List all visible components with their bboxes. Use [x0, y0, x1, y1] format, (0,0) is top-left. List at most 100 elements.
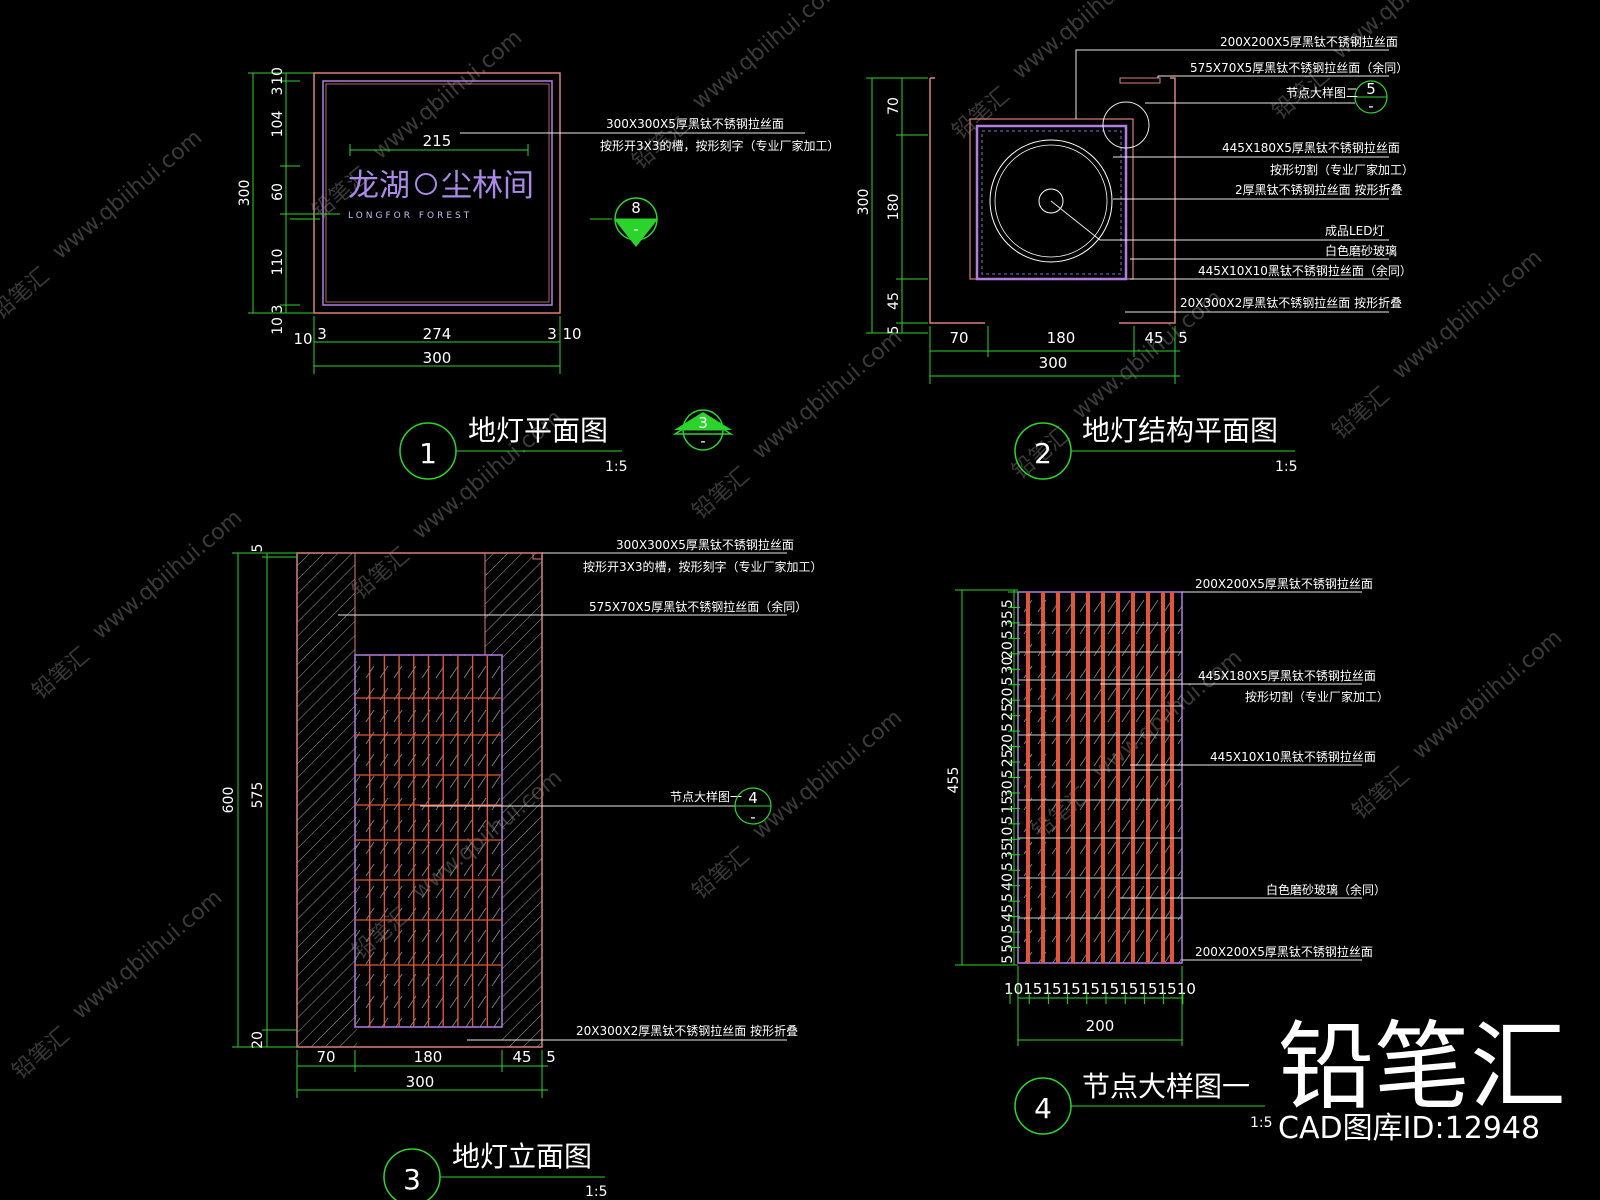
v4-dim-bottom-segment: 15 [1119, 980, 1138, 998]
v4-dim-bottom-segment: 15 [1023, 980, 1042, 998]
detail-bar-vertical [1041, 592, 1045, 963]
v2-dim-left-3: 45 [886, 292, 902, 310]
view-1-plan: 龙湖 尘林间 LONGFOR FOREST 10 3 104 60 110 3 … [237, 67, 840, 480]
v4-title-number: 4 [1034, 1092, 1052, 1125]
v4-dim-left-segment: 40 [1000, 873, 1016, 891]
detail-bubble [1102, 101, 1150, 149]
marker-3-dash: - [700, 432, 705, 450]
v4-dim-bottom-segment: 10 [1004, 980, 1023, 998]
v1-dim-bottom-5: 10 [562, 325, 581, 343]
marker-8-dash: - [633, 220, 638, 238]
watermark-text: www.qbiihui.com [88, 505, 247, 644]
v4-dim-bottom-segment: 15 [1042, 980, 1061, 998]
v1-dim-bottom-2: 3 [317, 325, 327, 343]
v3-dim-bottom-4: 5 [546, 1048, 556, 1066]
detail-marker-5-label: 5 [1366, 80, 1376, 98]
detail-bar-vertical [1170, 592, 1174, 963]
detail-bar-vertical [1026, 592, 1030, 963]
v4-frame [1017, 591, 1183, 964]
v2-dim-left-1: 70 [886, 97, 902, 115]
v2-note-7: 白色磨砂玻璃 [1325, 243, 1397, 258]
watermark-mark: 铅笔汇 [28, 643, 95, 705]
v2-note-4: 按形切割（专业厂家加工） [1270, 162, 1414, 177]
v1-dim-left-3: 104 [270, 111, 286, 138]
v4-dim-left-segment: 5 [1000, 955, 1016, 964]
watermark-mark: 铅笔汇 [0, 263, 54, 325]
detail-bar-vertical [1116, 592, 1120, 963]
v3-dim-total: 600 [221, 787, 237, 814]
v1-note-2: 按形开3X3的槽，按形刻字（专业厂家加工） [600, 138, 840, 153]
v2-note-6: 成品LED灯 [1325, 224, 1385, 238]
v2-dim-bottom-1: 70 [949, 329, 968, 347]
watermark-text: www.qbiihui.com [748, 705, 907, 844]
v1-dim-bottom-3: 274 [423, 325, 452, 343]
v4-dim-left-segment: 20 [1000, 734, 1016, 752]
plate-inner-2 [325, 83, 550, 303]
v2-frame [969, 118, 1134, 280]
v1-dim-bottom-4: 3 [547, 325, 557, 343]
v2-scale: 1:5 [1275, 459, 1298, 475]
v4-dim-bottom-segment: 15 [1100, 980, 1119, 998]
v4-dim-left-segment: 5 [1000, 862, 1016, 871]
v4-dim-bottom-segment: 15 [1138, 980, 1157, 998]
v4-dim-left-segment: 15 [1000, 796, 1016, 814]
led-lamp-mid [994, 144, 1108, 258]
v4-dim-left-segment: 50 [1000, 935, 1016, 953]
v3-note-1: 300X300X5厚黑钛不锈钢拉丝面 [616, 537, 794, 552]
v2-dim-left-2: 180 [886, 194, 902, 221]
v2-note-9: 20X300X2厚黑钛不锈钢拉丝面 按形折叠 [1180, 295, 1402, 310]
v1-dim-bottom-1: 10 [293, 330, 312, 348]
view-2-structure-plan: 70 180 45 5 300 70 180 45 5 300 5 - 节点大样… [856, 34, 1414, 480]
logo-chinese-2: 尘林间 [441, 168, 534, 204]
v1-title: 地灯平面图 [468, 414, 608, 447]
watermark-text: www.qbiihui.com [68, 885, 227, 1024]
v4-note-5: 白色磨砂玻璃（余同） [1266, 882, 1386, 897]
v2-title-number: 2 [1034, 437, 1052, 470]
plate-outer [313, 72, 561, 314]
v1-dim-left-5: 110 [270, 249, 286, 276]
v3-dim-bottom-2: 180 [414, 1048, 443, 1066]
v1-dim-bottom-total: 300 [423, 349, 452, 367]
v4-dim-bottom-segment: 15 [1081, 980, 1100, 998]
v3-dim-bottom-total: 300 [406, 1073, 435, 1091]
v3-dim-bottom: 20 [250, 1031, 266, 1049]
v4-dim-left-segment: 35 [1000, 610, 1016, 628]
v2-note-5: 2厚黑钛不锈钢拉丝面 按形折叠 [1235, 182, 1402, 197]
detail-bar-vertical [1101, 592, 1105, 963]
v4-dim-left-segment: 5 [1000, 630, 1016, 639]
watermark-mark: 铅笔汇 [1348, 763, 1415, 825]
watermark-mark: 铅笔汇 [688, 463, 755, 525]
v3-note-4: 20X300X2厚黑钛不锈钢拉丝面 按形折叠 [576, 1023, 798, 1038]
watermark-text: www.qbiihui.com [1008, 0, 1167, 85]
detail-bar-vertical [1071, 592, 1075, 963]
v3-dim-bottom-3: 45 [512, 1048, 531, 1066]
v4-dim-left-segment: 25 [1000, 749, 1016, 767]
v1-note-1: 300X300X5厚黑钛不锈钢拉丝面 [606, 116, 784, 131]
v4-note-6: 200X200X5厚黑钛不锈钢拉丝面 [1195, 944, 1373, 959]
v1-scale: 1:5 [605, 459, 628, 475]
detail-marker-4-dash: - [750, 808, 755, 826]
watermark-text: www.qbiihui.com [1328, 0, 1487, 65]
v4-dim-left-segment: 5 [1000, 769, 1016, 778]
v1-dim-left-1: 10 [270, 67, 286, 85]
watermark-mark: 铅笔汇 [688, 843, 755, 905]
v4-dim-left-segment: 30 [1000, 657, 1016, 675]
detail-marker-4-label: 4 [748, 789, 758, 807]
v4-note-1: 200X200X5厚黑钛不锈钢拉丝面 [1195, 576, 1373, 591]
v1-dim-left-total: 300 [237, 180, 253, 207]
v3-note-2: 按形开3X3的槽，按形刻字（专业厂家加工） [583, 559, 823, 574]
v2-dim-bottom-total: 300 [1039, 354, 1068, 372]
view-3-elevation: 5 575 20 600 70 180 45 5 300 300X300X5厚黑… [221, 537, 823, 1200]
v3-detail-ref: 节点大样图一 [670, 789, 742, 804]
v1-dim-left-4: 60 [270, 183, 286, 201]
v2-frame-inner [975, 124, 1128, 281]
v4-dim-left-segment: 20 [1000, 641, 1016, 659]
v4-dim-left-segment: 5 [1000, 723, 1016, 732]
v4-note-2: 445X180X5厚黑钛不锈钢拉丝面 [1198, 668, 1376, 683]
v4-dim-left-segment: 5 [1000, 924, 1016, 933]
v3-scale: 1:5 [585, 1184, 608, 1200]
